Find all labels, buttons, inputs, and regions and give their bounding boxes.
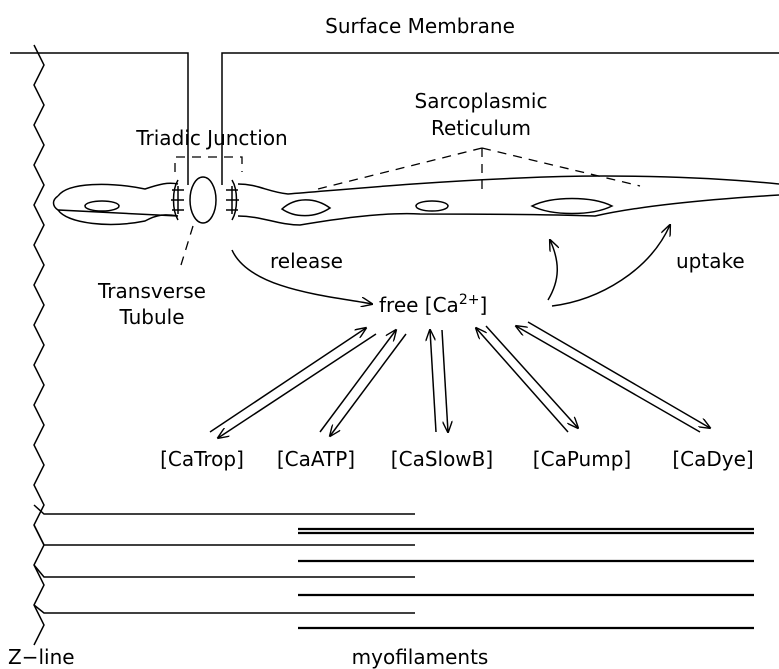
uptake-arrow-1	[547, 240, 557, 301]
vesicle-4	[530, 197, 614, 215]
buffer-cadye: [CaDye]	[672, 447, 753, 471]
caatp-arrow-in	[319, 330, 396, 433]
thick-filaments	[298, 527, 754, 630]
buffer-caatp: [CaATP]	[277, 447, 355, 471]
sr-pointer-lines	[317, 147, 641, 190]
sarcoplasmic-label: Sarcoplasmic	[415, 89, 548, 113]
vesicle-2	[280, 199, 332, 217]
junction-feet-left	[171, 179, 184, 221]
release-label: release	[270, 249, 343, 273]
buffer-arrows	[209, 321, 710, 438]
cadye-arrow-out	[527, 321, 710, 428]
junction-feet-right	[226, 179, 239, 221]
capump-arrow-out	[485, 325, 578, 428]
z-line-label: Z−line	[8, 645, 75, 669]
capump-arrow-in	[476, 328, 569, 433]
triadic-junction-bracket	[174, 156, 243, 172]
caatp-arrow-out	[330, 333, 407, 436]
catrop-arrow-in	[209, 328, 366, 433]
sr-left-cap	[52, 195, 59, 211]
transverse-label: Transverse	[97, 279, 206, 303]
free-ca-label: free [Ca2+]	[379, 292, 487, 317]
vesicle-3	[415, 200, 449, 212]
caslowb-arrow-out	[441, 329, 448, 432]
myofilaments-label: myofilaments	[352, 645, 489, 669]
surface-membrane-label: Surface Membrane	[325, 14, 515, 38]
transverse-tubule	[189, 176, 217, 224]
release-arrow	[231, 249, 372, 304]
vesicle-1	[84, 200, 120, 212]
z-line	[33, 44, 45, 646]
catrop-arrow-out	[218, 333, 377, 438]
cadye-arrow-in	[516, 326, 701, 433]
buffer-catrop: [CaTrop]	[160, 447, 244, 471]
thin-filaments	[33, 504, 415, 614]
tubule-label: Tubule	[118, 305, 184, 329]
uptake-arrow-2	[551, 225, 670, 307]
sarcoplasmic-reticulum	[56, 175, 779, 226]
uptake-label: uptake	[676, 249, 745, 273]
buffer-capump: [CaPump]	[533, 447, 631, 471]
caslowb-arrow-in	[430, 330, 437, 433]
surface-membrane-left	[10, 52, 189, 185]
buffer-caslowb: [CaSlowB]	[391, 447, 493, 471]
reticulum-label: Reticulum	[431, 116, 531, 140]
triadic-junction-label: Triadic Junction	[135, 126, 287, 150]
surface-membrane-right	[221, 52, 779, 185]
transverse-pointer	[180, 225, 194, 266]
